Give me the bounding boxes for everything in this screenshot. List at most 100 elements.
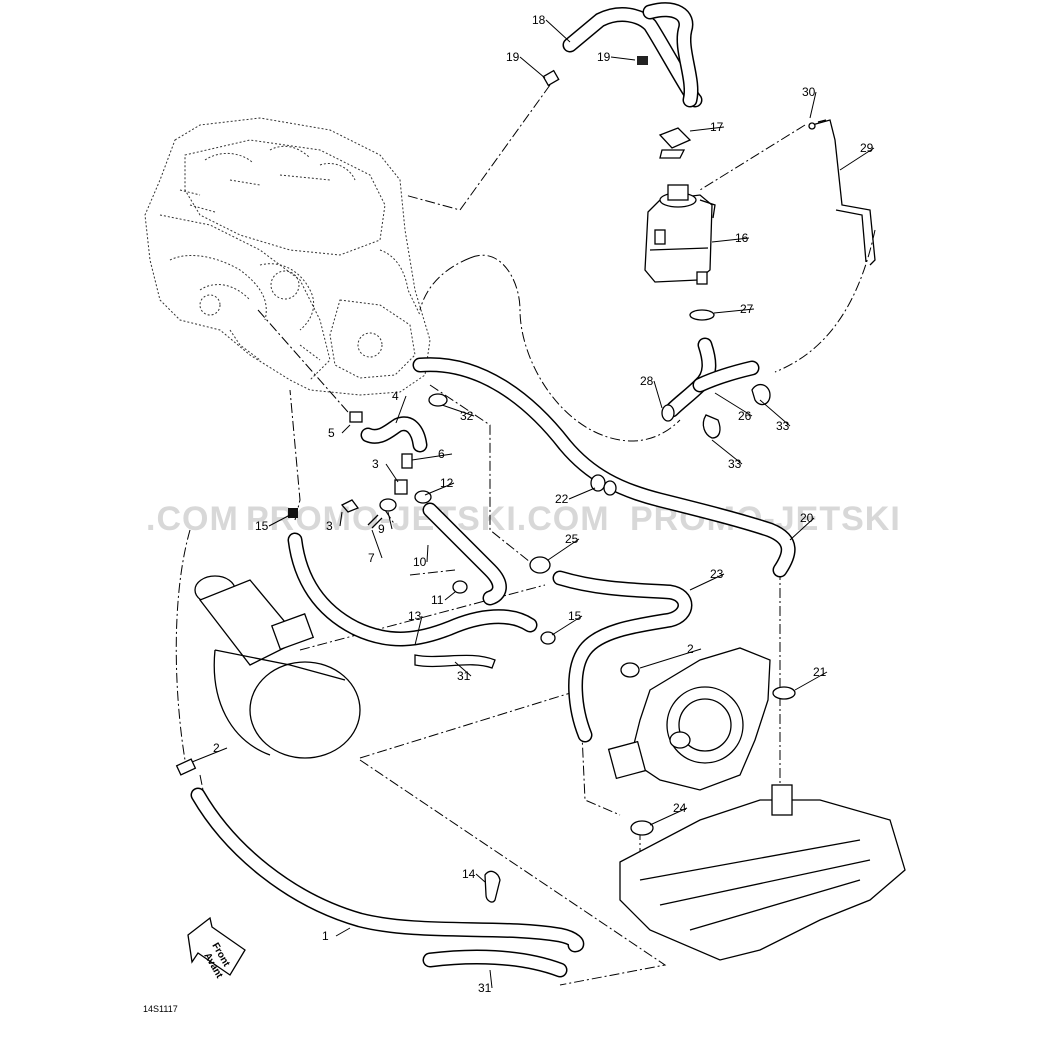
callout-12: 12 bbox=[440, 476, 454, 490]
callout-leader-24 bbox=[649, 807, 688, 826]
callout-32: 32 bbox=[460, 409, 474, 423]
callout-leader-33 bbox=[759, 399, 791, 427]
callout-30: 30 bbox=[802, 85, 816, 99]
clamp-19-left bbox=[542, 69, 560, 87]
clamp-22 bbox=[590, 474, 617, 496]
callout-leader-29 bbox=[839, 147, 875, 171]
callout-15: 15 bbox=[568, 609, 582, 623]
clamp-24 bbox=[630, 820, 654, 836]
callout-6: 6 bbox=[438, 447, 445, 461]
clamp-27 bbox=[689, 309, 715, 321]
callout-leader-33 bbox=[711, 439, 743, 465]
callout-33: 33 bbox=[776, 419, 790, 433]
cap-17 bbox=[658, 127, 692, 159]
callout-10: 10 bbox=[413, 555, 427, 569]
callout-3: 3 bbox=[372, 457, 379, 471]
tube-7 bbox=[367, 514, 383, 529]
callout-1: 1 bbox=[322, 929, 329, 943]
fitting-9 bbox=[379, 498, 397, 512]
callout-leader-7 bbox=[371, 529, 383, 559]
callout-leader-30 bbox=[809, 91, 817, 119]
callout-leader-28 bbox=[653, 380, 663, 409]
callout-7: 7 bbox=[368, 551, 375, 565]
hose-31-lower bbox=[422, 949, 568, 978]
callout-14: 14 bbox=[462, 867, 476, 881]
callout-26: 26 bbox=[738, 409, 752, 423]
fitting-3-upper bbox=[394, 479, 408, 495]
hose-23 bbox=[552, 570, 693, 743]
callout-20: 20 bbox=[800, 511, 814, 525]
callout-leader-5 bbox=[341, 424, 351, 434]
clamp-15-right bbox=[540, 631, 556, 645]
hose-10 bbox=[422, 502, 507, 606]
hose-4 bbox=[360, 416, 428, 453]
callout-leader-31 bbox=[489, 969, 493, 989]
clamp-14 bbox=[484, 870, 501, 903]
callout-leader-19 bbox=[519, 56, 546, 79]
callout-9: 9 bbox=[378, 522, 385, 536]
nipple-30 bbox=[808, 122, 816, 130]
callout-leader-15 bbox=[268, 514, 291, 527]
callout-leader-16 bbox=[711, 237, 750, 243]
coolant-tank-16 bbox=[644, 184, 716, 285]
front-direction-arrow: Front Avant bbox=[187, 916, 246, 981]
callout-3: 3 bbox=[326, 519, 333, 533]
callout-16: 16 bbox=[735, 231, 749, 245]
callout-leader-26 bbox=[714, 392, 753, 417]
strap-31-upper bbox=[414, 654, 496, 669]
callout-5: 5 bbox=[328, 426, 335, 440]
fitting-2-left bbox=[175, 758, 197, 776]
callout-31: 31 bbox=[457, 669, 471, 683]
callout-leader-20 bbox=[789, 517, 815, 541]
fitting-3-lower bbox=[340, 499, 360, 513]
callout-leader-11 bbox=[444, 591, 456, 601]
muffler bbox=[194, 575, 361, 759]
elbow-32 bbox=[428, 393, 448, 407]
callout-19: 19 bbox=[597, 50, 611, 64]
callout-4: 4 bbox=[392, 389, 399, 403]
callout-leader-3 bbox=[385, 463, 399, 483]
callout-15: 15 bbox=[255, 519, 269, 533]
callout-21: 21 bbox=[813, 665, 827, 679]
callout-leader-3 bbox=[339, 511, 343, 527]
callout-leader-2 bbox=[191, 747, 228, 763]
callout-11: 11 bbox=[431, 593, 444, 607]
callout-leader-19 bbox=[610, 56, 636, 61]
clamp-12 bbox=[414, 490, 432, 504]
hose-13 bbox=[287, 532, 538, 647]
callout-13: 13 bbox=[408, 609, 422, 623]
pump-housing bbox=[607, 647, 771, 791]
callout-leader-6 bbox=[411, 453, 453, 461]
clamp-11 bbox=[452, 580, 468, 594]
clamp-15-left bbox=[288, 508, 298, 518]
callout-19: 19 bbox=[506, 50, 520, 64]
callout-leader-23 bbox=[689, 573, 725, 591]
hose-26 bbox=[664, 337, 760, 418]
callout-18: 18 bbox=[532, 13, 546, 27]
hose-1 bbox=[190, 787, 585, 953]
callout-leader-17 bbox=[689, 126, 725, 132]
callout-2: 2 bbox=[213, 741, 220, 755]
callout-leader-14 bbox=[475, 873, 486, 883]
clamp-5 bbox=[349, 411, 363, 423]
engine-illustration bbox=[144, 117, 431, 396]
watermark-left: .COM bbox=[146, 500, 239, 538]
callout-leader-12 bbox=[424, 482, 455, 496]
tube-29 bbox=[811, 119, 876, 266]
callout-31: 31 bbox=[478, 981, 492, 995]
clamp-28 bbox=[661, 404, 675, 422]
fitting-6 bbox=[401, 453, 413, 469]
callout-leader-10 bbox=[426, 544, 429, 563]
callout-leader-1 bbox=[335, 927, 351, 937]
callout-25: 25 bbox=[565, 532, 579, 546]
hose-20 bbox=[412, 357, 796, 578]
clamp-21 bbox=[772, 686, 796, 700]
callout-leader-15 bbox=[551, 615, 583, 636]
callout-27: 27 bbox=[740, 302, 754, 316]
callout-leader-18 bbox=[545, 19, 571, 43]
callout-leader-13 bbox=[414, 615, 423, 646]
callout-leader-31 bbox=[454, 661, 472, 677]
clamp-33-lower bbox=[702, 414, 721, 439]
